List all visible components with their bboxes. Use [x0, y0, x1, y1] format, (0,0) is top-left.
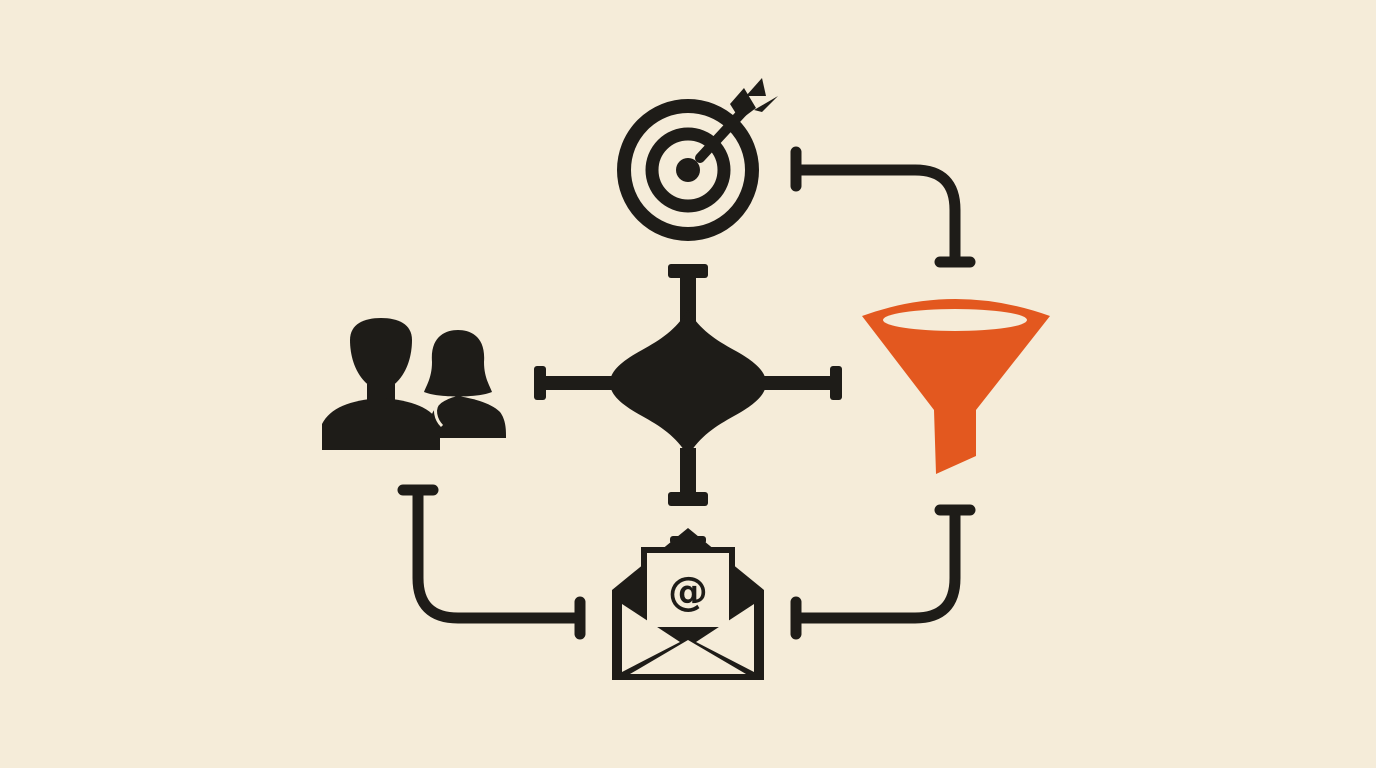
person-male-icon: [322, 318, 444, 450]
hub-node-icon: [534, 264, 842, 506]
people-icon: [322, 318, 506, 450]
connector-funnel-to-email: [790, 504, 976, 640]
connector-email-to-people: [397, 484, 586, 640]
email-at-symbol: @: [668, 569, 708, 615]
target-with-arrow-icon: [617, 78, 778, 241]
connector-target-to-funnel: [790, 146, 976, 268]
funnel-icon: [862, 299, 1050, 474]
person-female-icon: [424, 330, 506, 438]
email-envelope-icon: @: [612, 528, 764, 680]
